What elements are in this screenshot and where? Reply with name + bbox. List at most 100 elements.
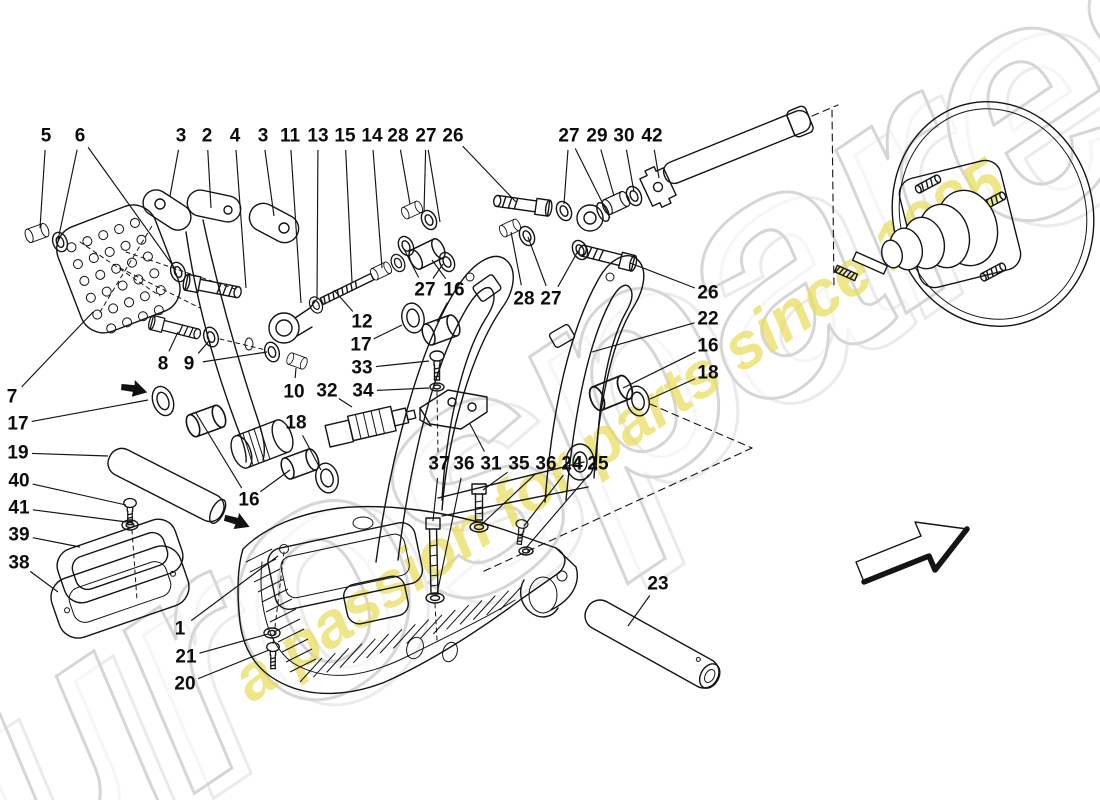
- callout-label-29-14: 29: [586, 126, 607, 147]
- pivot-pin-19: [107, 447, 227, 524]
- cover-plate-38: [50, 545, 190, 639]
- callout-label-27-34: 27: [414, 280, 435, 301]
- leader-line: [563, 149, 569, 205]
- pedal-pad: [56, 204, 239, 334]
- leader-line: [525, 474, 590, 549]
- leader-line: [649, 378, 696, 400]
- callout-label-17-18: 17: [7, 414, 28, 435]
- hatch-line: [257, 578, 285, 593]
- leader-line: [333, 289, 354, 312]
- hatch-line: [379, 628, 403, 654]
- leader-line: [625, 149, 635, 193]
- leader-line: [169, 149, 180, 197]
- leader-line: [399, 149, 411, 205]
- callout-label-32-31: 32: [316, 381, 337, 402]
- bolt-8: [146, 314, 203, 343]
- leader-line: [523, 474, 564, 527]
- callout-label-28-36: 28: [513, 289, 534, 310]
- hatch-line: [459, 600, 483, 625]
- ball-joint: [576, 201, 610, 232]
- callout-label-28-10: 28: [387, 126, 408, 147]
- callout-label-25-48: 25: [587, 454, 609, 475]
- brake-switch-32: [324, 405, 417, 448]
- leader-line: [235, 149, 247, 289]
- leader-line: [427, 149, 441, 223]
- leader-line: [294, 367, 297, 379]
- leader-line: [168, 331, 179, 352]
- callout-label-26-12: 26: [442, 126, 463, 147]
- leader-line: [480, 473, 537, 526]
- callout-label-17-28: 17: [350, 335, 371, 356]
- leader-line: [87, 147, 177, 271]
- seal-ring-17b: [401, 302, 425, 334]
- callout-label-36-43: 36: [453, 454, 474, 475]
- washer-27a: [417, 207, 441, 233]
- leader-line: [31, 452, 109, 457]
- callout-label-33-29: 33: [351, 358, 372, 379]
- callout-label-38-23: 38: [8, 553, 29, 574]
- leader-line: [431, 259, 447, 280]
- rod-end-11: [268, 299, 317, 344]
- callout-label-7-17: 7: [7, 387, 18, 408]
- hatch-line: [486, 590, 510, 616]
- callout-label-12-27: 12: [351, 312, 372, 333]
- nut-28a: [399, 199, 425, 221]
- hatch-line: [339, 643, 363, 668]
- hatch-line: [392, 624, 416, 649]
- washer-6a: [49, 229, 71, 255]
- bolt-35: [471, 483, 487, 521]
- leader-line: [372, 149, 383, 269]
- leader-line: [432, 263, 444, 279]
- leader-line: [462, 145, 517, 203]
- leader-line: [469, 423, 486, 452]
- hatch-line: [419, 614, 443, 640]
- callout-label-24-47: 24: [561, 454, 583, 475]
- callout-label-14-9: 14: [361, 126, 383, 147]
- leader-line: [199, 633, 269, 654]
- master-cylinder-cone: [881, 189, 999, 271]
- seal-ring-18a: [315, 462, 339, 494]
- washer-36a: [425, 592, 445, 604]
- leader-line: [202, 351, 268, 363]
- hatch-line: [253, 568, 281, 583]
- callout-label-3-5: 3: [258, 126, 269, 147]
- leader-line: [574, 148, 611, 219]
- washer-25: [518, 546, 534, 556]
- leader-line: [622, 351, 696, 389]
- callout-label-26-38: 26: [697, 283, 718, 304]
- hatch-line: [312, 652, 336, 678]
- leader-line: [376, 387, 430, 391]
- callout-label-37-42: 37: [428, 454, 449, 475]
- leader-line: [197, 649, 270, 680]
- leader-line: [527, 236, 547, 287]
- leader-line: [197, 340, 210, 354]
- brake-pedal-arms: [375, 255, 645, 563]
- washer-36b: [469, 521, 489, 533]
- callout-label-19-19: 19: [7, 443, 28, 464]
- seal-ring-17a: [151, 385, 175, 417]
- nut-5: [22, 221, 52, 245]
- callout-label-18-32: 18: [285, 413, 306, 434]
- callout-label-16-33: 16: [238, 490, 259, 511]
- callout-label-21-50: 21: [175, 647, 197, 668]
- callout-label-1-49: 1: [175, 619, 186, 640]
- leader-line: [57, 149, 78, 241]
- bolt-4: [181, 273, 244, 302]
- hatch-line: [432, 609, 456, 635]
- leader-line: [32, 509, 128, 523]
- washer-9a: [200, 324, 222, 350]
- callout-label-11-6: 11: [280, 126, 301, 147]
- leader-line: [345, 149, 353, 283]
- hatch-line: [261, 588, 289, 603]
- hatch-line: [269, 608, 297, 623]
- callout-label-10-26: 10: [283, 382, 304, 403]
- callout-label-30-15: 30: [613, 126, 634, 147]
- leader-line: [195, 412, 243, 489]
- callout-label-9-25: 9: [184, 354, 195, 375]
- callout-label-2-3: 2: [202, 126, 213, 147]
- pivot-pin-23: [584, 599, 721, 689]
- leader-line: [259, 469, 291, 493]
